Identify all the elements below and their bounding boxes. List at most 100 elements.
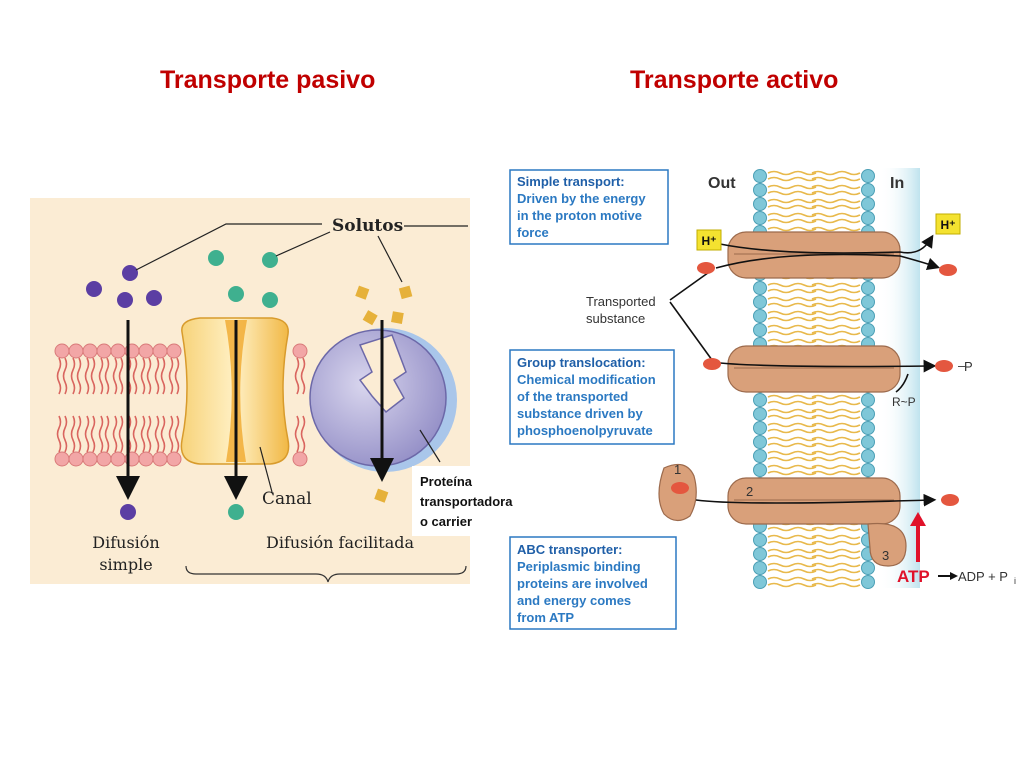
out-label: Out <box>708 175 736 192</box>
simple-transport-line: force <box>517 225 549 240</box>
lipid-head <box>753 533 767 547</box>
lipid-tail <box>767 408 817 414</box>
lipid-tail <box>767 582 817 588</box>
lipid-tail <box>767 554 817 560</box>
lipid-tail <box>767 324 817 330</box>
lipid-tail <box>160 415 166 453</box>
lipid-tail <box>811 218 861 224</box>
lipid-tail <box>811 562 861 568</box>
lipid-tail <box>767 288 817 294</box>
passive-transport-diagram: Solutos Canal Difusión simple Difusión f… <box>30 198 536 584</box>
lipid-tail <box>811 436 861 442</box>
lipid-tail <box>767 548 817 554</box>
active-transport-title: Transporte activo <box>630 66 839 94</box>
lipid-tail <box>767 394 817 400</box>
lipid-head <box>54 451 70 467</box>
transport-paths <box>669 234 941 507</box>
lipid-tail <box>767 184 817 190</box>
lipid-head <box>861 323 875 337</box>
lipid-tail <box>811 582 861 588</box>
lipid-tail <box>811 324 861 330</box>
lipid-head <box>110 451 126 467</box>
active-transport-diagram: H⁺ H⁺ Out In Transported substance P R~P… <box>509 168 1016 630</box>
lipid-tail <box>767 436 817 442</box>
lipid-tail <box>811 442 861 448</box>
lipid-tail <box>811 198 861 204</box>
lipid-tail <box>98 415 104 453</box>
lipid-tail <box>767 422 817 428</box>
group-translocation-protein <box>727 345 901 393</box>
step-3-label: 3 <box>882 548 889 563</box>
lipid-tail <box>104 357 110 395</box>
diffusion-arrows <box>116 320 394 500</box>
lipid-tail <box>811 394 861 400</box>
abc-transporter-line: from ATP <box>517 610 574 625</box>
lipid-head <box>861 211 875 225</box>
lipid-tail <box>811 464 861 470</box>
solutes-label: Solutos <box>332 216 403 236</box>
lipid-tail <box>767 534 817 540</box>
lipid-tail <box>70 415 76 453</box>
lipid-head <box>292 343 308 359</box>
lipid-tail <box>146 415 152 453</box>
lipid-tail <box>811 470 861 476</box>
solutes <box>86 250 413 520</box>
lipid-tail <box>118 357 124 395</box>
transported-solutes <box>671 262 959 506</box>
lipid-head <box>753 323 767 337</box>
lipid-head <box>753 547 767 561</box>
lipid-tail <box>811 408 861 414</box>
lipid-tail <box>767 204 817 210</box>
lipid-tail <box>767 330 817 336</box>
lipid-head <box>753 393 767 407</box>
simple-transport-box: Simple transport: Driven by the energy i… <box>509 169 669 245</box>
lipid-head <box>166 451 182 467</box>
lipid-head <box>861 309 875 323</box>
simple-transport-line: in the proton motive <box>517 208 642 223</box>
lipid-tail <box>811 316 861 322</box>
lipid-tail <box>811 576 861 582</box>
lipid-tail <box>154 415 160 453</box>
lipid-head <box>861 295 875 309</box>
lipid-tail <box>767 540 817 546</box>
lipid-head <box>152 451 168 467</box>
r-p-label: R~P <box>892 395 916 409</box>
lipid-tail <box>70 357 76 395</box>
lipid-head <box>861 407 875 421</box>
abc-transporter-title: ABC transporter: <box>517 542 622 557</box>
lipid-tail <box>76 357 82 395</box>
lipid-head <box>861 575 875 589</box>
lipid-tail <box>811 288 861 294</box>
lipid-tail <box>811 204 861 210</box>
lipid-tail <box>811 534 861 540</box>
lipid-tail <box>767 464 817 470</box>
lipid-tail <box>90 357 96 395</box>
lipid-head <box>166 343 182 359</box>
lipid-tail <box>811 428 861 434</box>
simple-transport-title: Simple transport: <box>517 174 625 189</box>
lipid-tail <box>767 414 817 420</box>
lipid-head <box>861 421 875 435</box>
lipid-tail <box>767 316 817 322</box>
lipid-tail <box>811 170 861 176</box>
lipid-tail <box>84 415 90 453</box>
lipid-head <box>753 309 767 323</box>
lipid-tail <box>104 415 110 453</box>
h-out-badge <box>696 229 722 251</box>
lipid-head <box>861 393 875 407</box>
lipid-tail <box>767 310 817 316</box>
lipid-head <box>861 281 875 295</box>
lipid-tail <box>84 357 90 395</box>
lipid-tail <box>767 576 817 582</box>
lipid-tail <box>146 357 152 395</box>
group-translocation-line: Chemical modification <box>517 372 656 387</box>
group-translocation-line: of the transported <box>517 389 628 404</box>
lipid-tail <box>767 302 817 308</box>
group-translocation-box: Group translocation: Chemical modificati… <box>509 349 675 445</box>
carrier-label-box <box>412 466 536 536</box>
lipid-head <box>292 451 308 467</box>
lipid-tail <box>300 415 306 453</box>
lipid-tail <box>98 357 104 395</box>
h-in-badge <box>935 213 961 235</box>
lipid-tail <box>767 470 817 476</box>
